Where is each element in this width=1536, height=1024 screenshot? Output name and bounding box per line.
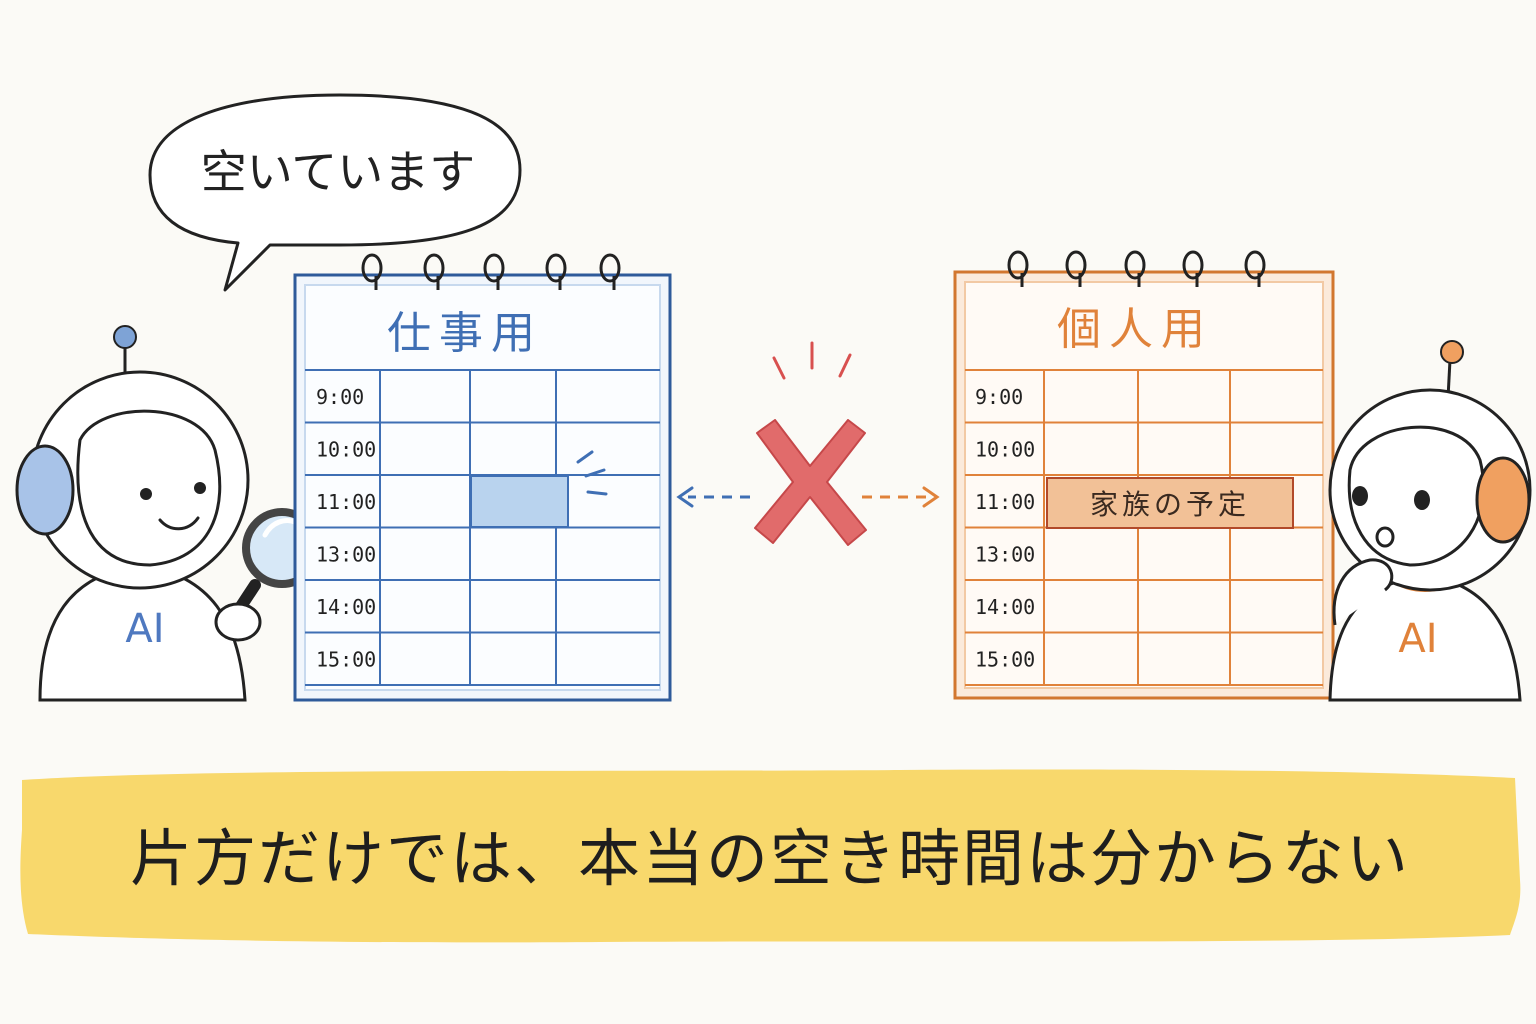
ring-icon <box>361 253 383 283</box>
right-dashed-arrow <box>862 486 940 508</box>
work-calendar-title: 仕事用 <box>387 308 543 359</box>
time-label: 9:00 <box>975 385 1023 409</box>
time-label: 10:00 <box>316 438 376 462</box>
sparkle-icon <box>576 450 608 496</box>
time-label: 11:00 <box>316 490 376 514</box>
personal-calendar-event-label: 家族の予定 <box>1090 488 1250 521</box>
right-robot-badge: AI <box>1398 616 1437 662</box>
bottom-banner: 片方だけでは、本当の空き時間は分からない <box>20 769 1521 943</box>
ring-icon <box>1007 250 1029 280</box>
speech-bubble: 空いています <box>148 93 522 292</box>
speech-bubble-text: 空いています <box>201 145 476 199</box>
ring-icon <box>1182 250 1204 280</box>
ring-icon <box>1065 250 1087 280</box>
time-label: 15:00 <box>975 648 1035 672</box>
cross-mark-icon <box>754 341 867 546</box>
work-calendar-free-slot <box>470 475 569 528</box>
time-label: 10:00 <box>975 438 1035 462</box>
bottom-banner-text: 片方だけでは、本当の空き時間は分からない <box>130 822 1410 895</box>
left-dashed-arrow <box>676 486 750 508</box>
ring-icon <box>599 253 621 283</box>
work-calendar-times: 9:00 10:00 11:00 13:00 14:00 15:00 <box>316 385 376 672</box>
personal-calendar-grid <box>965 369 1323 686</box>
personal-calendar-title: 個人用 <box>1057 304 1213 355</box>
time-label: 14:00 <box>316 595 376 619</box>
ring-icon <box>545 253 567 283</box>
work-calendar-rings <box>361 253 621 290</box>
ring-icon <box>1124 250 1146 280</box>
left-robot: AI <box>15 325 322 702</box>
time-label: 11:00 <box>975 490 1035 514</box>
time-label: 13:00 <box>316 543 376 567</box>
time-label: 9:00 <box>316 385 364 409</box>
time-label: 13:00 <box>975 543 1035 567</box>
personal-calendar-times: 9:00 10:00 11:00 13:00 14:00 15:00 <box>975 385 1035 672</box>
time-label: 14:00 <box>975 595 1035 619</box>
work-calendar: 仕事用 9:00 10:00 11:00 13:00 14:00 15:00 <box>293 253 672 702</box>
personal-calendar-event: 家族の予定 <box>1046 477 1294 529</box>
time-label: 15:00 <box>316 648 376 672</box>
ring-icon <box>483 253 505 283</box>
personal-calendar-rings <box>1007 250 1266 287</box>
right-robot: AI <box>1328 340 1532 702</box>
ring-icon <box>423 253 445 283</box>
left-robot-badge: AI <box>125 606 164 652</box>
ring-icon <box>1244 250 1266 280</box>
personal-calendar: 個人用 9:00 10:00 11:00 13:00 14:00 15:00 家族の予定 <box>953 250 1335 700</box>
